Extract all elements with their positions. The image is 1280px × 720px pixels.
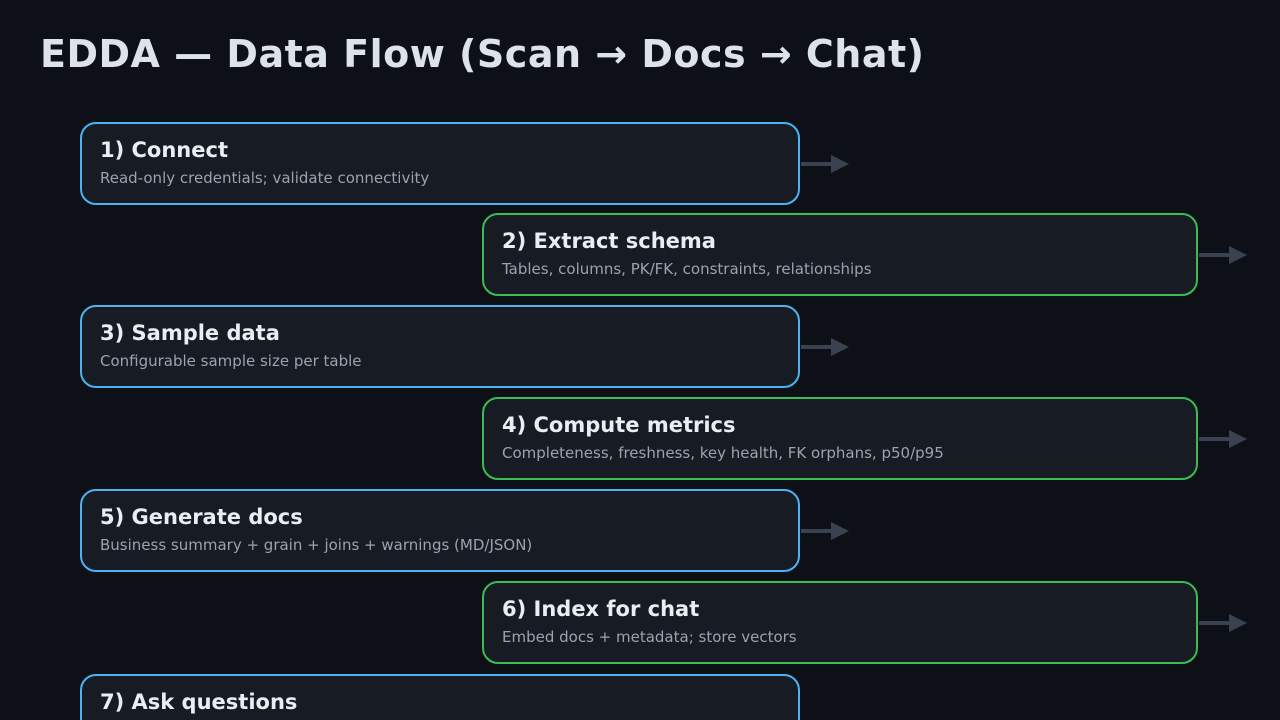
flow-step-connect: 1) Connect Read-only credentials; valida… — [80, 122, 849, 205]
flow-step-sample-data: 3) Sample data Configurable sample size … — [80, 305, 849, 388]
step-title: 6) Index for chat — [502, 597, 700, 621]
arrow-right-icon — [1199, 245, 1247, 264]
arrow-right-icon — [801, 337, 849, 356]
page-title: EDDA — Data Flow (Scan → Docs → Chat) — [40, 32, 925, 76]
step-subtitle: Configurable sample size per table — [100, 352, 362, 370]
arrow-right-icon — [1199, 429, 1247, 448]
step-subtitle: Completeness, freshness, key health, FK … — [502, 444, 944, 462]
flow-step-generate-docs: 5) Generate docs Business summary + grai… — [80, 489, 849, 572]
arrow-right-icon — [801, 521, 849, 540]
step-subtitle: Business summary + grain + joins + warni… — [100, 536, 533, 554]
flow-step-extract-schema: 2) Extract schema Tables, columns, PK/FK… — [482, 213, 1247, 296]
step-title: 2) Extract schema — [502, 229, 716, 253]
step-title: 3) Sample data — [100, 321, 280, 345]
step-subtitle: Read-only credentials; validate connecti… — [100, 169, 430, 187]
step-subtitle: Tables, columns, PK/FK, constraints, rel… — [502, 260, 872, 278]
arrow-right-icon — [801, 154, 849, 173]
flow-step-compute-metrics: 4) Compute metrics Completeness, freshne… — [482, 397, 1247, 480]
step-title: 4) Compute metrics — [502, 413, 736, 437]
arrow-right-icon — [1199, 613, 1247, 632]
step-title: 1) Connect — [100, 138, 228, 162]
step-title: 5) Generate docs — [100, 505, 303, 529]
flow-step-ask-questions: 7) Ask questions — [80, 674, 800, 720]
step-subtitle: Embed docs + metadata; store vectors — [502, 628, 797, 646]
step-title: 7) Ask questions — [100, 690, 298, 714]
flow-step-index-for-chat: 6) Index for chat Embed docs + metadata;… — [482, 581, 1247, 664]
